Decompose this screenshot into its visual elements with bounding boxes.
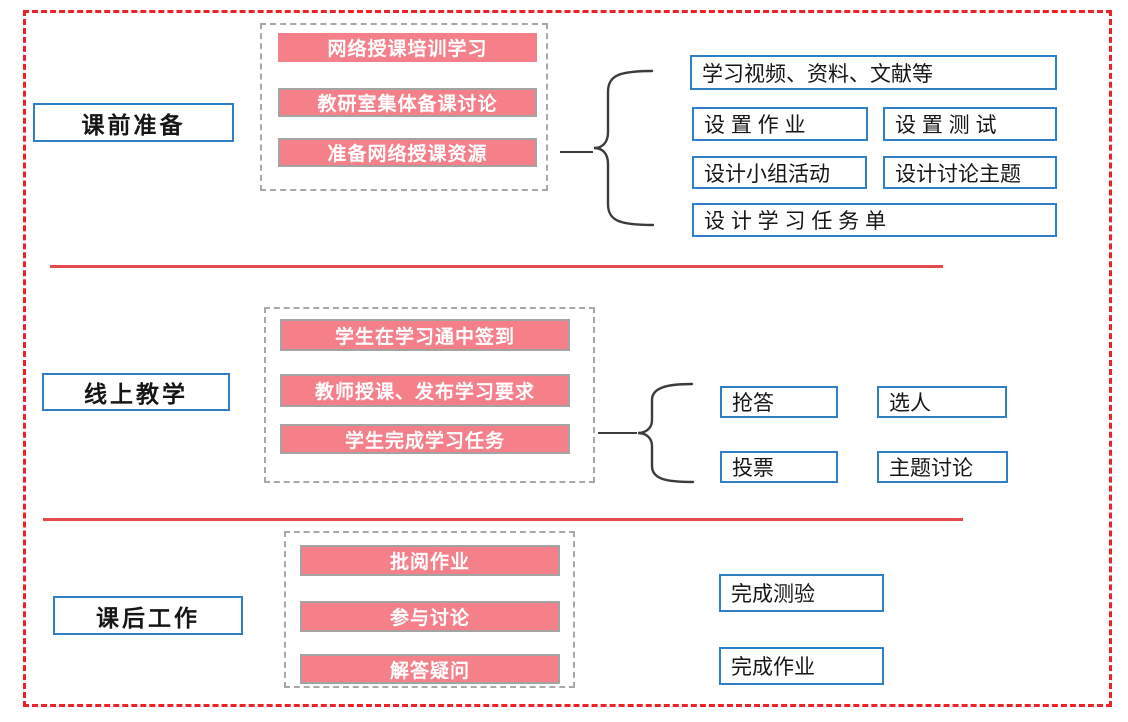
resource-box: 设计讨论主题 <box>883 156 1057 189</box>
step-box: 网络授课培训学习 <box>278 33 537 62</box>
activity-text: 抢答 <box>732 392 774 415</box>
step-text: 教师授课、发布学习要求 <box>314 382 535 403</box>
activity-box: 抢答 <box>720 386 838 418</box>
activity-box: 主题讨论 <box>877 451 1008 483</box>
connector-line <box>560 151 593 153</box>
resource-text: 设计小组活动 <box>704 162 830 186</box>
curly-brace-icon <box>637 382 695 484</box>
step-box: 批阅作业 <box>300 545 560 576</box>
stage-label-text: 课前准备 <box>81 111 186 138</box>
section-divider <box>50 265 943 268</box>
task-box: 完成作业 <box>719 647 884 685</box>
step-box: 学生在学习通中签到 <box>280 319 570 351</box>
activity-text: 投票 <box>732 457 774 480</box>
activity-box: 投票 <box>720 451 838 483</box>
connector-line <box>598 432 637 434</box>
resource-box: 设 计 学 习 任 务 单 <box>692 203 1057 237</box>
activity-box: 选人 <box>877 386 1007 418</box>
resource-text: 设 置 测 试 <box>895 114 997 137</box>
step-text: 解答疑问 <box>389 660 470 682</box>
step-text: 学生完成学习任务 <box>344 430 505 452</box>
activity-text: 选人 <box>889 392 931 415</box>
section-divider <box>43 518 963 521</box>
step-text: 批阅作业 <box>389 552 470 573</box>
step-text: 准备网络授课资源 <box>327 144 488 165</box>
step-box: 解答疑问 <box>300 654 560 684</box>
task-text: 完成作业 <box>731 656 815 679</box>
step-box: 准备网络授课资源 <box>278 138 537 167</box>
resource-box: 设计小组活动 <box>692 156 867 189</box>
stage-label-pre-class: 课前准备 <box>33 103 234 142</box>
step-text: 教研室集体备课讨论 <box>317 94 498 115</box>
step-text: 参与讨论 <box>389 608 470 629</box>
step-box: 参与讨论 <box>300 601 560 632</box>
step-box: 教师授课、发布学习要求 <box>280 374 570 407</box>
activity-text: 主题讨论 <box>889 457 973 480</box>
stage-label-text: 线上教学 <box>84 381 188 407</box>
step-text: 学生在学习通中签到 <box>334 326 515 348</box>
resource-text: 学习视频、资料、文献等 <box>702 62 933 86</box>
resource-box: 设 置 测 试 <box>883 107 1057 141</box>
task-box: 完成测验 <box>719 574 884 612</box>
outer-dashed-border <box>23 10 1112 707</box>
step-box: 学生完成学习任务 <box>280 424 570 454</box>
task-text: 完成测验 <box>731 583 815 606</box>
step-box: 教研室集体备课讨论 <box>278 88 537 117</box>
stage-label-post-class: 课后工作 <box>53 596 243 635</box>
step-text: 网络授课培训学习 <box>327 39 488 60</box>
resource-box: 学习视频、资料、文献等 <box>690 55 1057 90</box>
stage-label-online: 线上教学 <box>42 373 230 411</box>
resource-text: 设 计 学 习 任 务 单 <box>704 210 887 233</box>
resource-box: 设 置 作 业 <box>692 107 868 141</box>
resource-text: 设 置 作 业 <box>704 114 806 137</box>
curly-brace-icon <box>593 69 655 227</box>
resource-text: 设计讨论主题 <box>895 162 1021 186</box>
stage-label-text: 课后工作 <box>96 604 200 631</box>
